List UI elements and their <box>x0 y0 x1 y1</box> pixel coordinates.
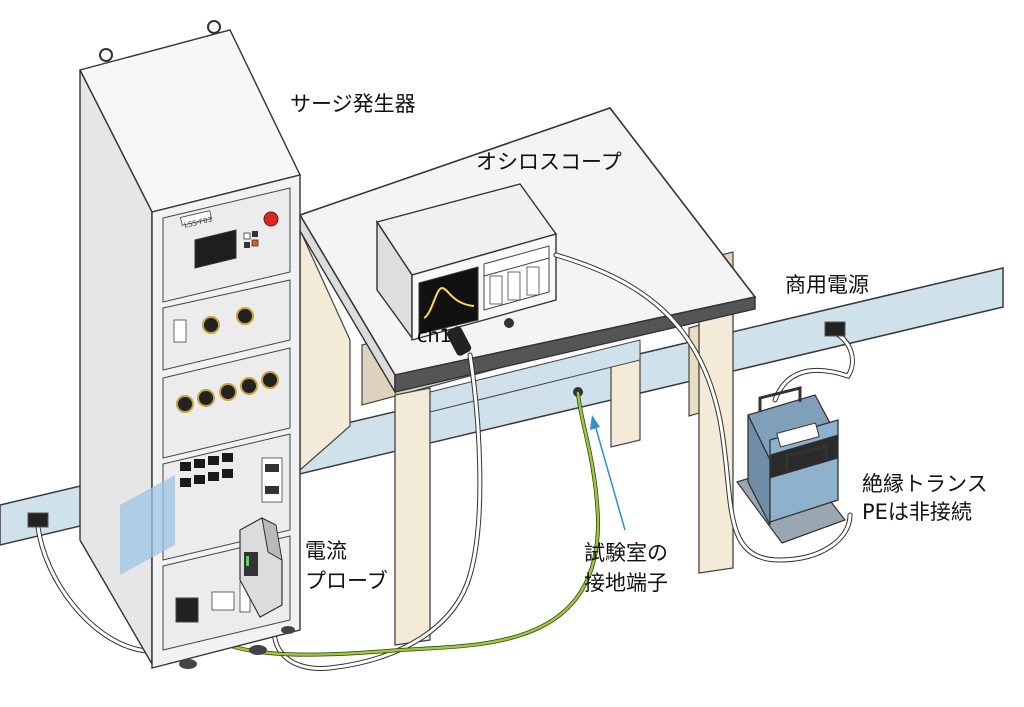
surge-generator: LSS-F03 <box>78 20 302 669</box>
label-oscilloscope: オシロスコープ <box>476 150 622 174</box>
current-probe <box>239 517 283 618</box>
scope-trace <box>423 286 475 319</box>
isolation-transformer <box>736 386 846 544</box>
scope-channel-label: ch1 <box>417 325 452 347</box>
emergency-stop-icon <box>263 211 279 227</box>
shield-plate <box>120 475 175 575</box>
label-isolation-transformer: 絶縁トランス PEは非接続 <box>862 472 988 524</box>
bnc-connector-icon <box>446 326 472 356</box>
label-lab-ground-terminal: 試験室の 接地端子 <box>584 541 668 595</box>
label-mains-power: 商用電源 <box>785 273 869 297</box>
ground-arrow <box>590 415 626 531</box>
cables <box>35 252 855 671</box>
label-current-probe: 電流 プローブ <box>305 539 388 593</box>
oscilloscope <box>375 183 558 356</box>
label-surge-generator: サージ発生器 <box>290 92 416 116</box>
outlet-icon <box>27 321 846 528</box>
